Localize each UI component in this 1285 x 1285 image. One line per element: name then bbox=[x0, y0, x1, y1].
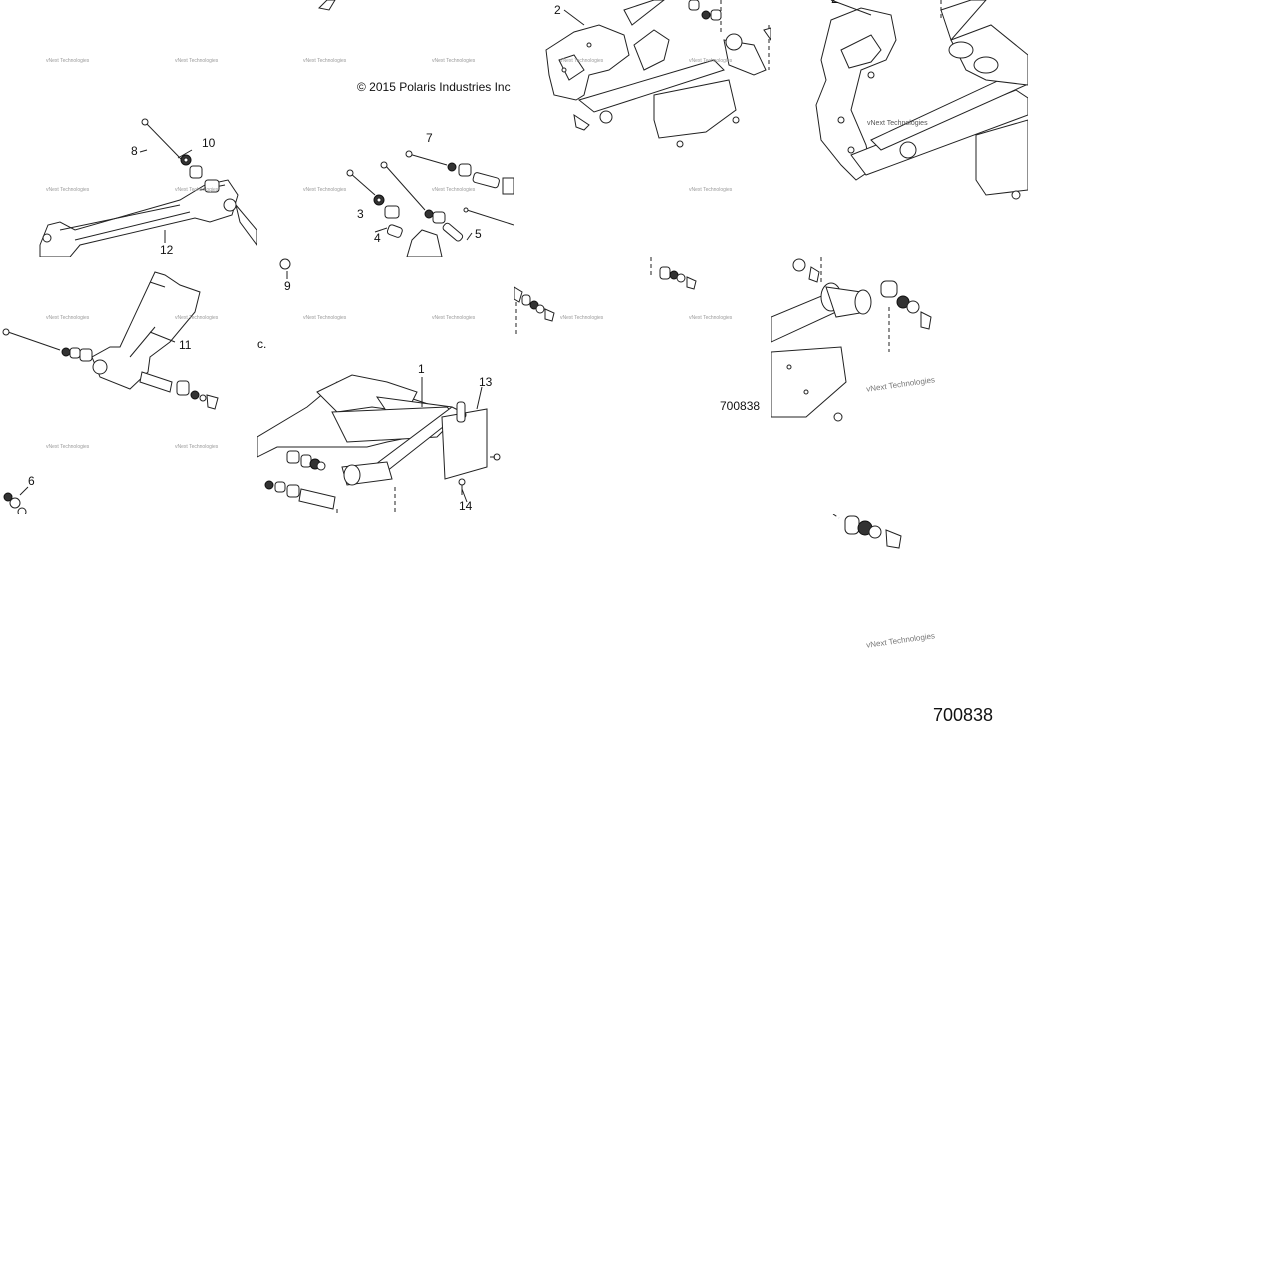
bolts-bushings-drawing bbox=[317, 0, 514, 257]
diagram-code-large: 700838 bbox=[933, 705, 994, 725]
main-frame-drawing bbox=[257, 258, 501, 514]
watermark: vNext Technologies bbox=[46, 444, 90, 450]
watermark: vNext Technologies bbox=[689, 315, 733, 321]
tile-top-left: 8 10 12 vNext Technologies vNext Technol… bbox=[0, 0, 257, 257]
watermark: vNext Technologies bbox=[432, 187, 476, 193]
fragment-label: c. bbox=[257, 337, 267, 351]
tile-lower-right: vNext Technologies 700838 bbox=[771, 514, 1028, 771]
watermark: vNext Technologies bbox=[560, 58, 604, 64]
watermark: vNext Technologies bbox=[560, 315, 604, 321]
frame-assembly-zoom-drawing bbox=[815, 0, 1028, 200]
bushing-detail-drawing bbox=[514, 257, 697, 337]
watermark: vNext Technologies bbox=[432, 315, 476, 321]
callout-9: 9 bbox=[284, 279, 291, 293]
tile-top-right-b: 2 vNext Technologies bbox=[771, 0, 1028, 257]
copyright-notice: © 2015 Polaris Industries Inc bbox=[357, 80, 511, 94]
watermark: vNext Technologies bbox=[867, 120, 928, 127]
watermark: vNext Technologies bbox=[46, 187, 90, 193]
watermark: vNext Technologies bbox=[46, 315, 90, 321]
callout-14: 14 bbox=[459, 499, 473, 513]
callout-10: 10 bbox=[202, 136, 216, 150]
suspension-arm-12-drawing bbox=[39, 118, 257, 257]
tile-middle-right-b: vNext Technologies bbox=[771, 257, 1028, 514]
callout-11: 11 bbox=[179, 338, 192, 352]
frame-bracket-zoom-drawing bbox=[771, 257, 932, 422]
tile-middle-center: 9 c. 1 13 14 vNext Technologies vNext Te… bbox=[257, 257, 514, 514]
callout-2-zoom: 2 bbox=[831, 0, 839, 5]
callout-3: 3 bbox=[357, 207, 364, 221]
callout-7: 7 bbox=[426, 131, 433, 145]
watermark: vNext Technologies bbox=[432, 58, 476, 64]
watermark: vNext Technologies bbox=[689, 187, 733, 193]
callout-1: 1 bbox=[418, 362, 425, 376]
tile-top-middle: © 2015 Polaris Industries Inc 7 3 4 5 vN… bbox=[257, 0, 514, 257]
tile-middle-left: 11 6 vNext Technologies vNext Technologi… bbox=[0, 257, 257, 514]
callout-4: 4 bbox=[374, 231, 381, 245]
callout-12: 12 bbox=[160, 243, 174, 257]
diagram-code-small: 700838 bbox=[720, 399, 761, 413]
callout-6: 6 bbox=[28, 474, 35, 488]
watermark: vNext Technologies bbox=[175, 315, 219, 321]
watermark: vNext Technologies bbox=[46, 58, 90, 64]
watermark: vNext Technologies bbox=[175, 187, 219, 193]
callout-2: 2 bbox=[554, 3, 561, 17]
tile-middle-right-a: 700838 vNext Technologies vNext Technolo… bbox=[514, 257, 771, 514]
frame-assembly-drawing bbox=[545, 0, 771, 148]
watermark: vNext Technologies bbox=[175, 444, 219, 450]
watermark: vNext Technologies bbox=[175, 58, 219, 64]
callout-5: 5 bbox=[475, 227, 482, 241]
suspension-arm-11-drawing bbox=[2, 271, 219, 514]
watermark: vNext Technologies bbox=[689, 58, 733, 64]
callout-13: 13 bbox=[479, 375, 493, 389]
watermark: vNext Technologies bbox=[303, 187, 347, 193]
callout-8: 8 bbox=[131, 144, 138, 158]
watermark: vNext Technologies bbox=[303, 58, 347, 64]
watermark: vNext Technologies bbox=[303, 315, 347, 321]
bushing-set-zoom-drawing bbox=[832, 514, 902, 549]
tile-top-right-a: 2 vNext Technologies vNext Technologies … bbox=[514, 0, 771, 257]
